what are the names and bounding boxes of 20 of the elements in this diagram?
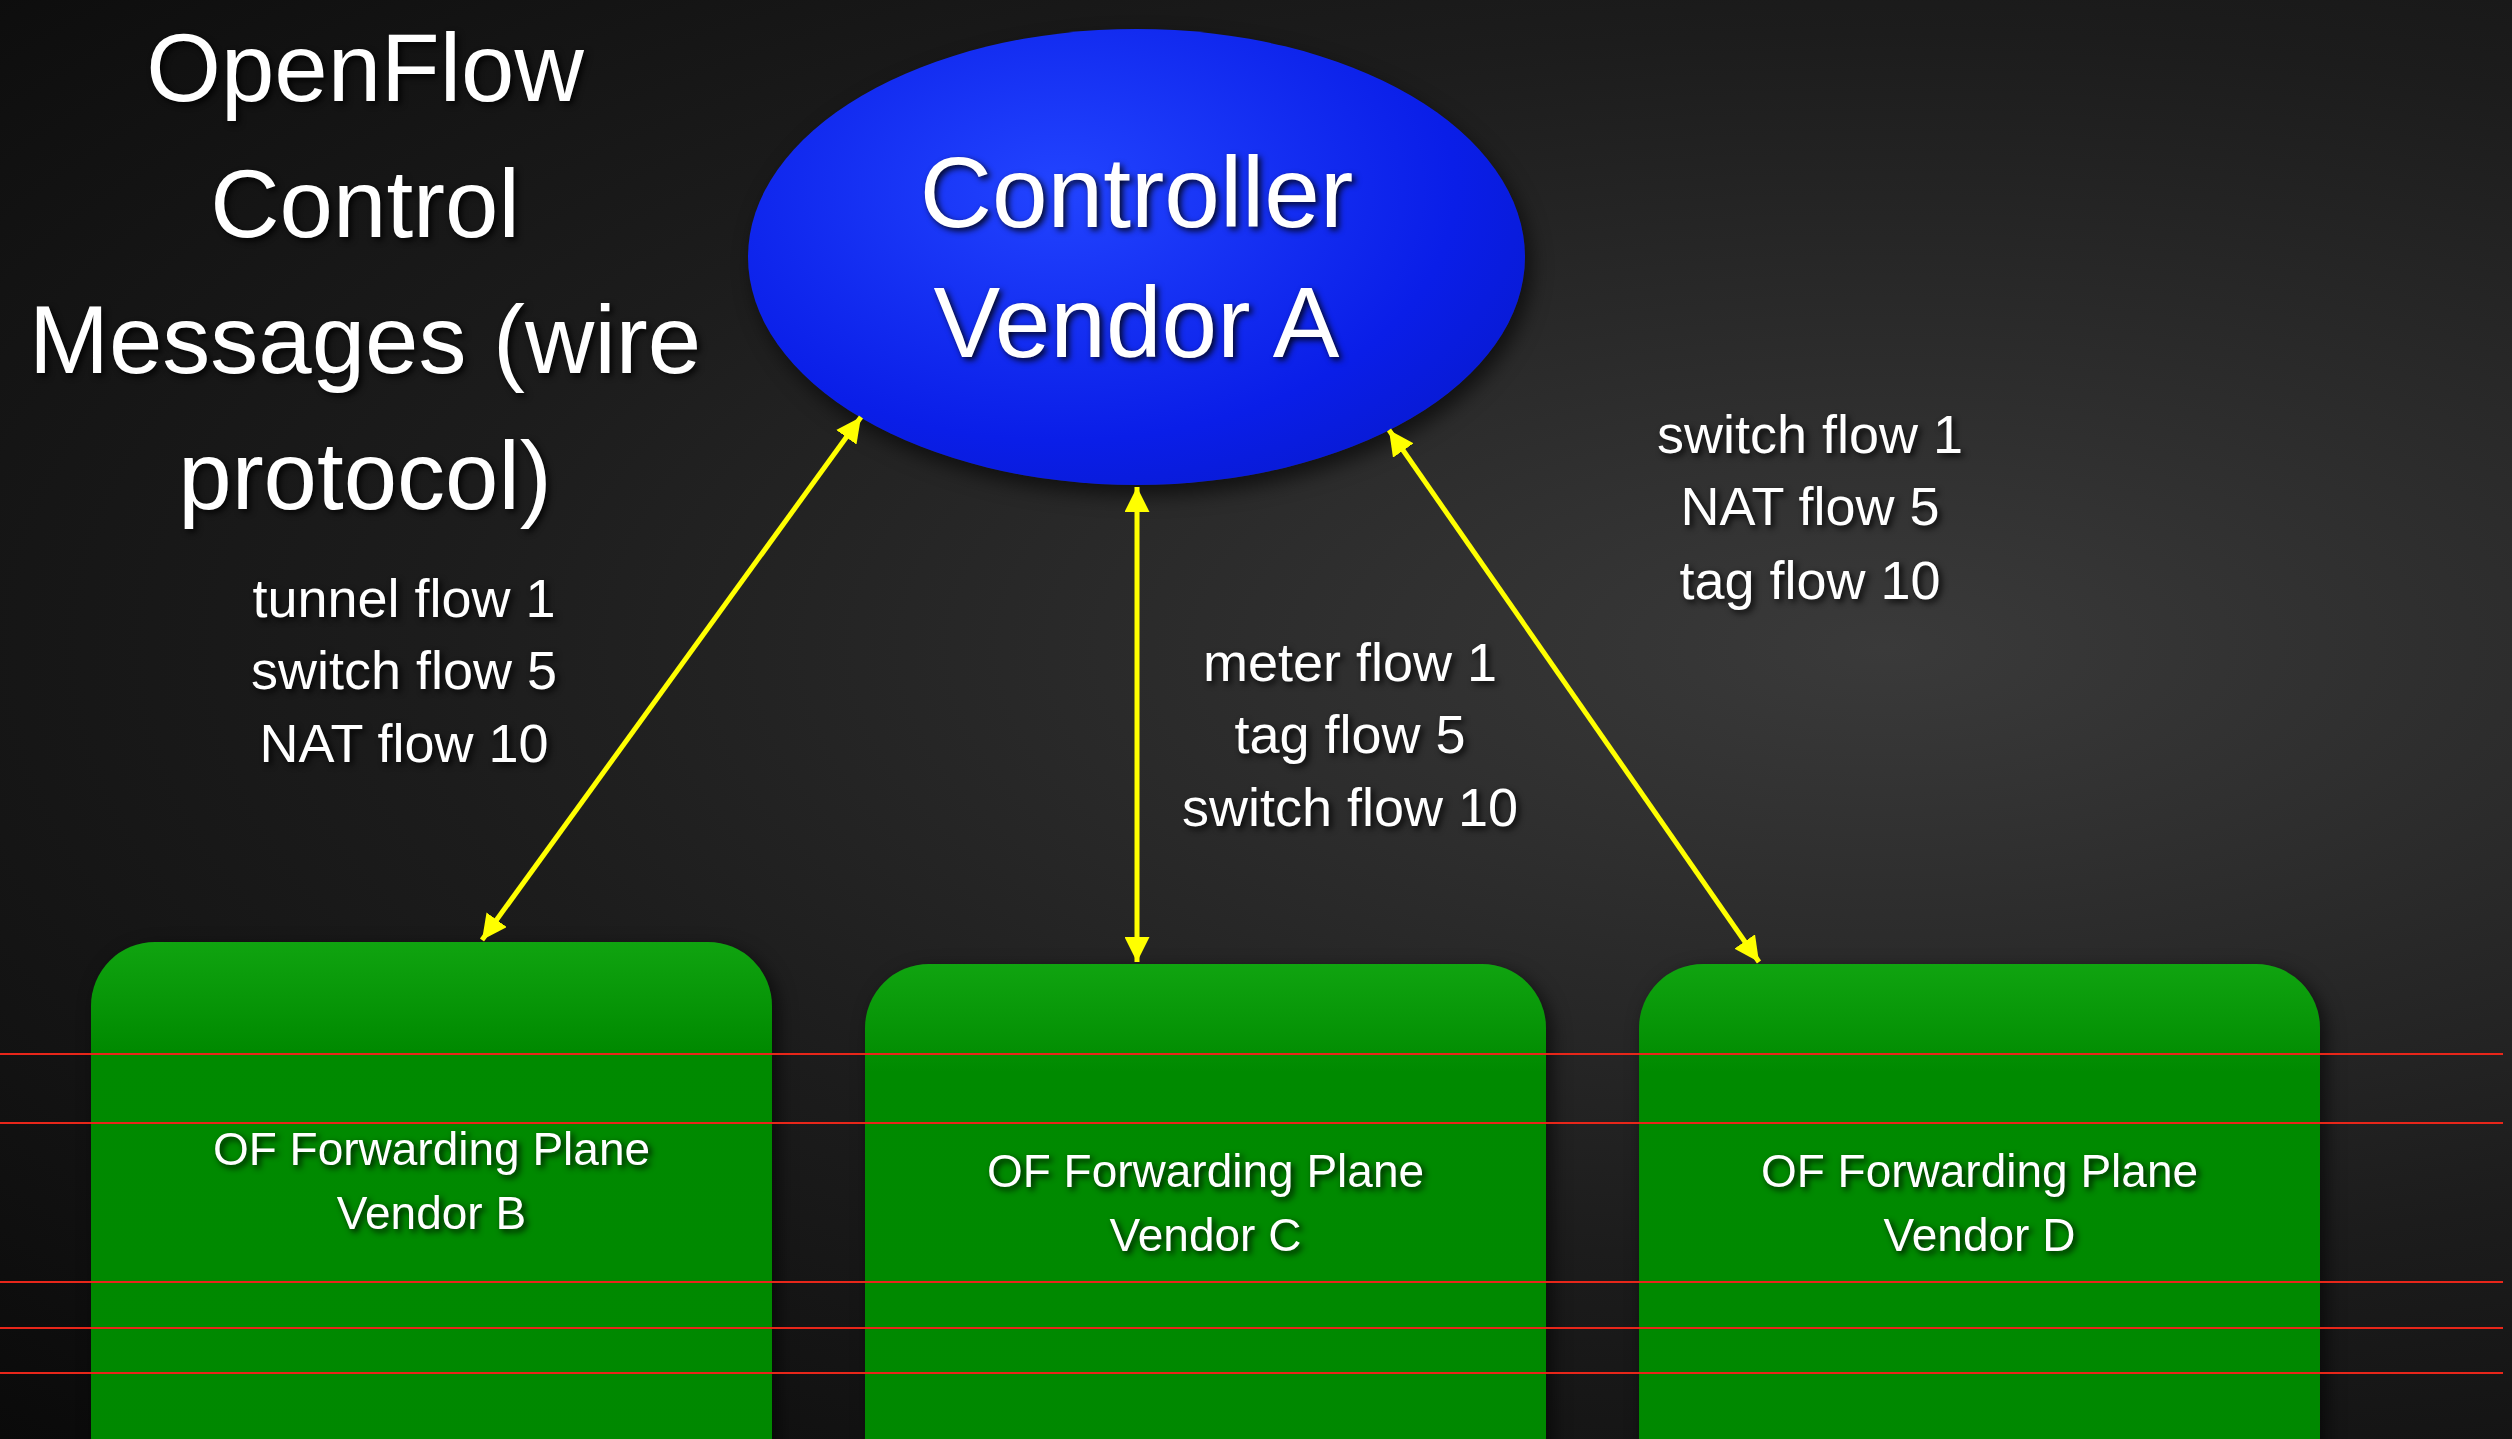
node-label: OF Forwarding Plane Vendor C <box>985 1144 1426 1263</box>
flow-label: NAT flow 5 <box>1679 476 1941 536</box>
flow-label: tag flow 5 <box>1233 704 1467 764</box>
title: OpenFlow Control Messages (wire protocol) <box>27 13 703 531</box>
flow-label: switch flow 5 <box>249 640 559 700</box>
node-label: Controller Vendor A <box>918 135 1355 380</box>
node-label: OF Forwarding Plane Vendor B <box>211 1122 652 1241</box>
flow-label: switch flow 1 <box>1655 404 1965 464</box>
forwarding-plane-box <box>1639 964 2320 1439</box>
flow-label: tag flow 10 <box>1678 550 1942 610</box>
flow-label: switch flow 10 <box>1180 777 1520 837</box>
double-arrow <box>479 415 864 942</box>
node-label: OF Forwarding Plane Vendor D <box>1759 1144 2200 1263</box>
flow-label: NAT flow 10 <box>258 713 550 773</box>
forwarding-plane-box <box>865 964 1546 1439</box>
flow-label: meter flow 1 <box>1201 632 1499 692</box>
double-arrow <box>1386 428 1762 964</box>
flow-label: tunnel flow 1 <box>251 568 557 628</box>
double-arrow <box>1124 487 1150 962</box>
forwarding-plane-box <box>91 942 772 1439</box>
